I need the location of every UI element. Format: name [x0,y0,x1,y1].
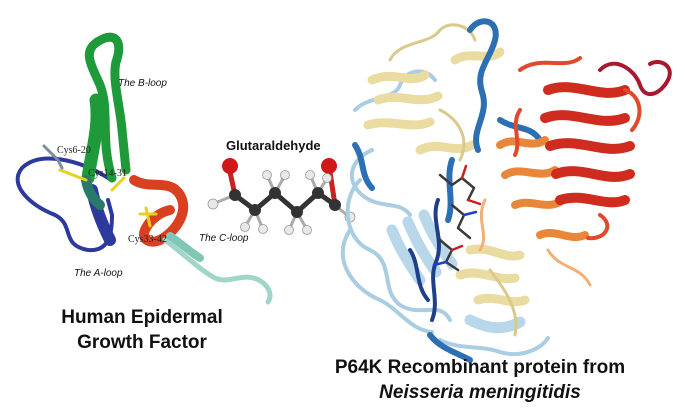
glutaraldehyde-label: Glutaraldehyde [226,138,321,153]
egf-tail-ribbon [162,237,273,305]
p64k-red-domain [540,82,635,208]
p64k-title-line1: P64K Recombinant protein from [334,357,626,378]
p64k-title: P64K Recombinant protein from Neisseria … [298,355,662,405]
glutaraldehyde-molecule [207,158,356,235]
egf-a-loop-ribbon [15,156,114,253]
egf-n-terminus [42,144,64,170]
egf-tail-sheet [166,232,204,262]
b-loop-label: The B-loop [118,78,167,89]
cys6-20-bond [58,168,88,182]
cys33-42-label: Cys33-42 [128,234,167,245]
c-loop-label: The C-loop [199,233,249,244]
cys6-20-label: Cys6-20 [57,145,91,156]
egf-c-loop-ribbon [129,175,189,247]
p64k-yellow-domain [363,47,530,307]
egf-title-line1: Human Epidermal [61,307,223,328]
p64k-darkred-loop [598,60,672,96]
egf-title: Human Epidermal Growth Factor [26,305,258,355]
egf-b-loop-ribbon [84,32,131,183]
cys14-31-label: Cys14-31 [88,168,127,179]
p64k-cofactor [432,164,482,272]
carbon-atoms [229,187,341,218]
p64k-orange-domain [496,136,589,241]
egf-structure [15,32,273,305]
egf-b-loop-to-a [81,175,105,210]
cys14-31-bond [110,176,126,192]
cys33-42-bond [144,206,152,228]
p64k-structure [340,18,672,363]
oxygen-atoms [222,158,337,174]
p64k-blue-domain [352,18,543,363]
egf-title-line2: Growth Factor [77,332,207,353]
egf-b-loop-sheet [81,93,104,185]
a-loop-label: The A-loop [74,268,123,279]
p64k-title-line2: Neisseria meningitidis [379,382,581,403]
